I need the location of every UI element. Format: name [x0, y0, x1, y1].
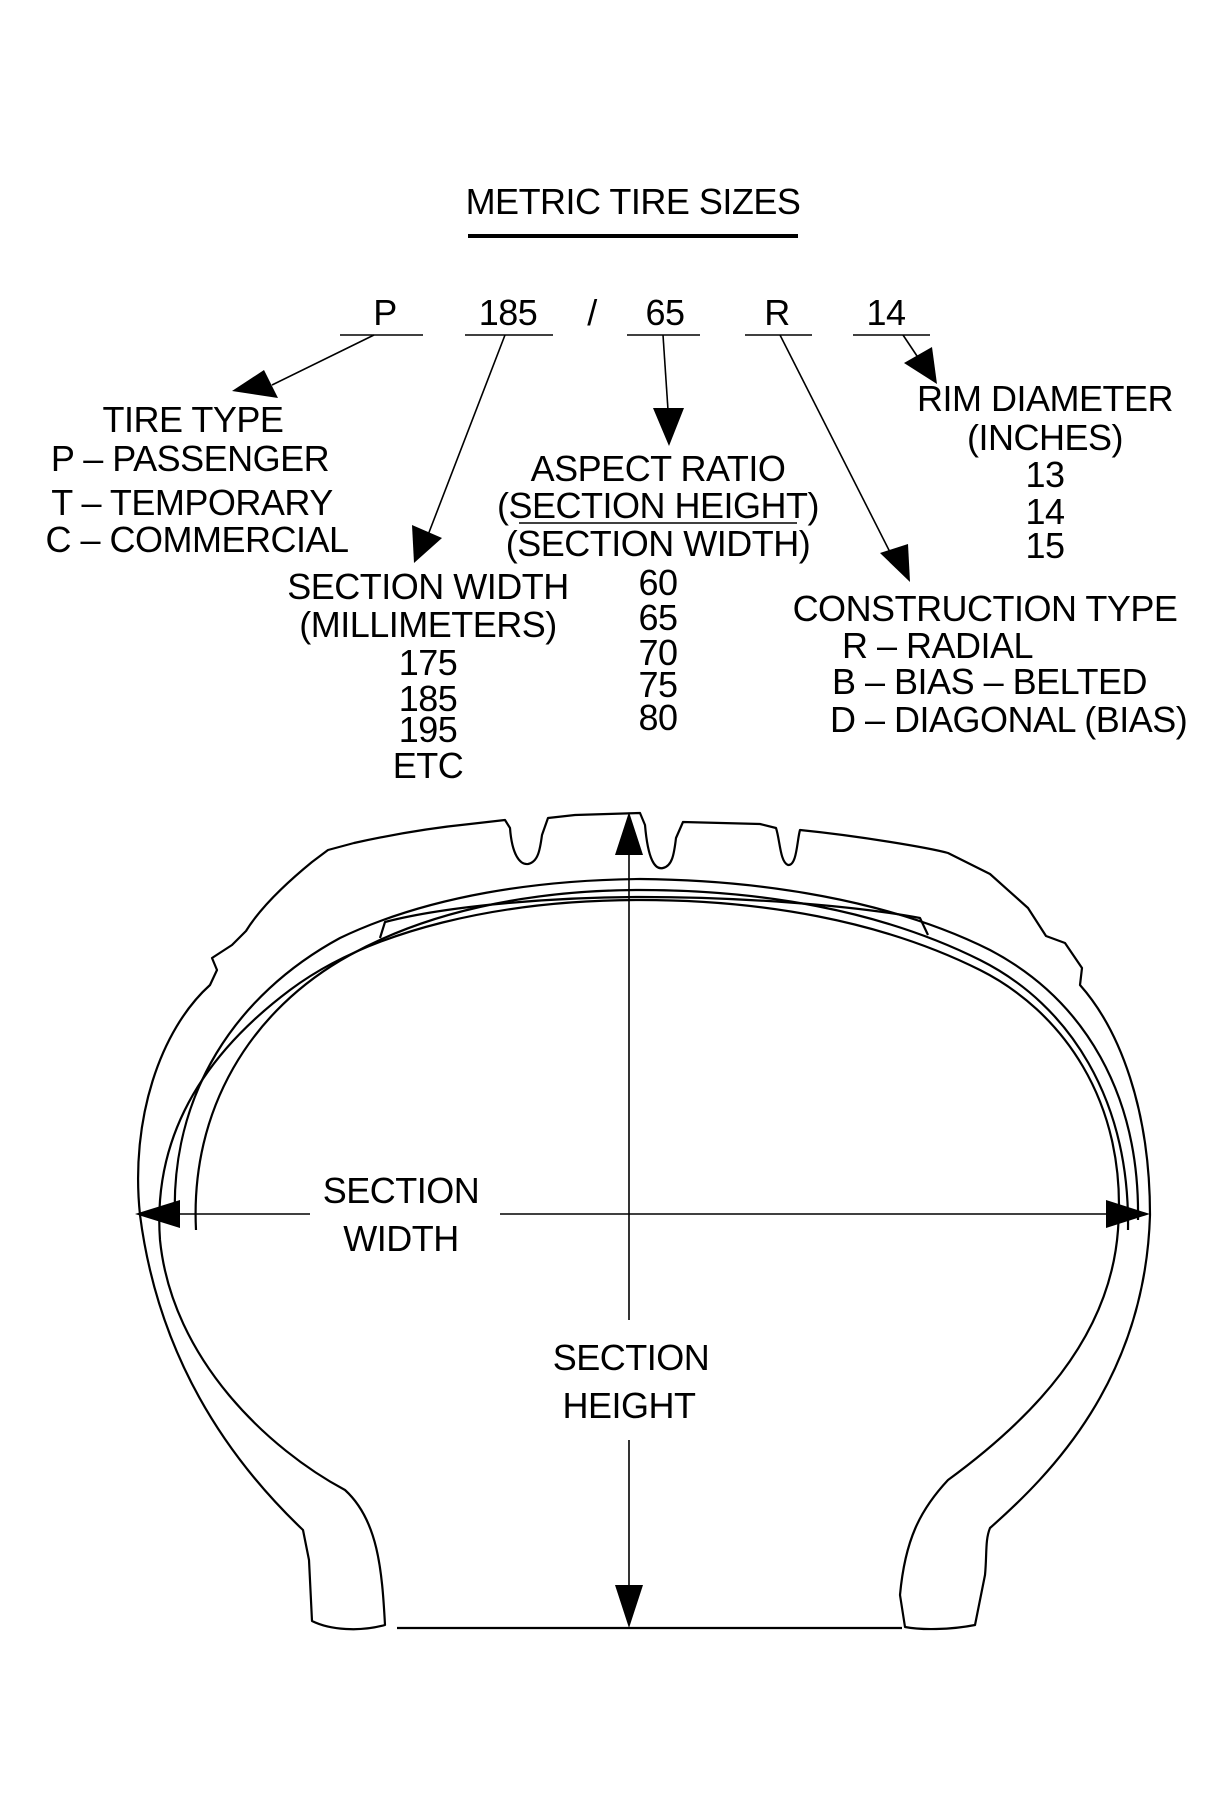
tire-cross-section	[136, 811, 1152, 1631]
code-width: 185	[478, 292, 538, 333]
pointer-arrowheads	[232, 347, 937, 582]
code-type-letter: P	[373, 292, 397, 333]
section-width-label-line1: SECTION	[322, 1170, 480, 1211]
arrowhead-height-bottom	[615, 1585, 643, 1628]
section-width-value: 175	[398, 642, 458, 683]
tire-inner-ring-1	[194, 888, 1130, 1231]
aspect-ratio-numerator: (SECTION HEIGHT)	[497, 485, 820, 526]
arrowhead-height-top	[615, 812, 643, 855]
arrowhead-construction-type	[880, 544, 910, 582]
section-height-label-line2: HEIGHT	[562, 1385, 696, 1426]
tire-type-item: P – PASSENGER	[50, 438, 330, 479]
rim-diameter-value: 14	[1025, 491, 1065, 532]
dimension-arrowheads	[135, 812, 1150, 1628]
pointer-lines	[271, 334, 924, 561]
construction-type-heading: CONSTRUCTION TYPE	[792, 588, 1178, 629]
aspect-ratio-value: 75	[638, 664, 678, 705]
code-slash: /	[587, 292, 597, 333]
arrowhead-aspect-ratio	[653, 408, 684, 446]
code-aspect: 65	[645, 292, 685, 333]
section-width-unit: (MILLIMETERS)	[299, 604, 557, 645]
section-width-value: 195	[398, 709, 458, 750]
section-width-value: 185	[398, 678, 458, 719]
dimension-lines	[180, 850, 1110, 1595]
tire-type-item: C – COMMERCIAL	[45, 519, 349, 560]
section-width-heading: SECTION WIDTH	[287, 566, 569, 607]
aspect-ratio-value: 65	[638, 597, 678, 638]
arrowhead-section-width	[412, 525, 442, 563]
tire-belt	[378, 895, 929, 939]
tire-type-item: T – TEMPORARY	[51, 482, 333, 523]
rim-diameter-value: 13	[1025, 454, 1065, 495]
aspect-ratio-value: 60	[638, 562, 678, 603]
tire-inner-ring-2	[173, 877, 1140, 1221]
aspect-ratio-value: 70	[638, 632, 678, 673]
arrowhead-width-right	[1106, 1200, 1150, 1228]
rim-diameter-unit: (INCHES)	[967, 417, 1124, 458]
construction-type-item: B – BIAS – BELTED	[832, 661, 1147, 702]
rim-diameter-value: 15	[1025, 525, 1065, 566]
tire-type-heading: TIRE TYPE	[102, 399, 284, 440]
section-width-label-line2: WIDTH	[343, 1218, 459, 1259]
construction-type-item: D – DIAGONAL (BIAS)	[830, 699, 1188, 740]
aspect-ratio-heading: ASPECT RATIO	[530, 448, 786, 489]
section-width-value: ETC	[392, 745, 464, 786]
arrowhead-rim-diameter	[904, 347, 937, 384]
aspect-ratio-value: 80	[638, 697, 678, 738]
page-title: METRIC TIRE SIZES	[465, 181, 801, 222]
aspect-ratio-denominator: (SECTION WIDTH)	[505, 523, 811, 564]
construction-type-item: R – RADIAL	[842, 625, 1034, 666]
section-height-label-line1: SECTION	[552, 1337, 710, 1378]
arrowhead-width-left	[135, 1200, 180, 1228]
code-construction: R	[764, 292, 790, 333]
rim-diameter-heading: RIM DIAMETER	[916, 378, 1174, 419]
arrowhead-tire-type	[232, 370, 278, 398]
code-rim: 14	[866, 292, 906, 333]
tire-outer-profile	[136, 811, 1152, 1631]
